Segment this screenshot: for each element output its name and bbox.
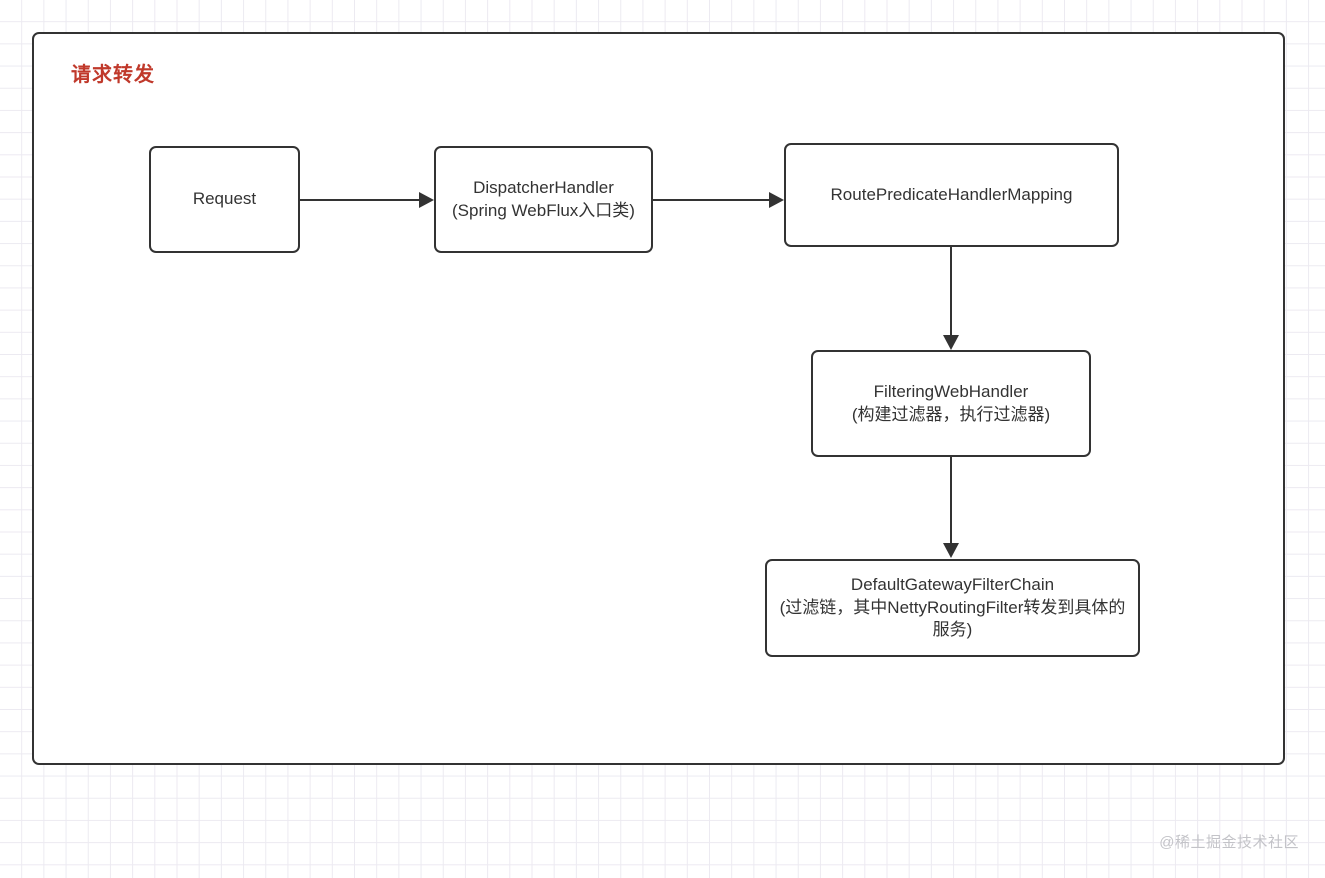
node-default-gateway-filter-chain-lines: DefaultGatewayFilterChain (过滤链，其中NettyRo…	[775, 574, 1130, 641]
node-default-gateway-filter-chain[interactable]: DefaultGatewayFilterChain (过滤链，其中NettyRo…	[765, 559, 1140, 657]
node-filtering-web-handler-lines: FilteringWebHandler (构建过滤器，执行过滤器)	[821, 381, 1081, 426]
connector-routepredicate-to-filteringweb-line	[950, 247, 952, 337]
connector-filteringweb-to-defaultchain-line	[950, 457, 952, 545]
node-dispatcher-handler[interactable]: DispatcherHandler (Spring WebFlux入口类)	[434, 146, 653, 253]
node-default-gateway-filter-chain-line-1: DefaultGatewayFilterChain	[850, 575, 1055, 595]
connector-request-to-dispatcher-arrowhead-icon	[419, 192, 434, 208]
connector-dispatcher-to-routepredicate-line	[653, 199, 770, 201]
node-filtering-web-handler-line-2: (构建过滤器，执行过滤器)	[851, 404, 1051, 424]
group-title: 请求转发	[71, 64, 155, 86]
watermark: @稀土掘金技术社区	[1159, 834, 1299, 851]
connector-dispatcher-to-routepredicate-arrowhead-icon	[769, 192, 784, 208]
node-filtering-web-handler-line-1: FilteringWebHandler	[873, 382, 1029, 402]
node-dispatcher-handler-line-1: DispatcherHandler	[473, 178, 614, 198]
node-dispatcher-handler-line-2: (Spring WebFlux入口类)	[452, 200, 635, 220]
node-route-predicate-handler-mapping[interactable]: RoutePredicateHandlerMapping	[784, 143, 1119, 247]
node-default-gateway-filter-chain-line-2: (过滤链，其中NettyRoutingFilter转发到具体的服务)	[779, 597, 1126, 640]
node-request-line-1: Request	[192, 189, 257, 209]
node-filtering-web-handler[interactable]: FilteringWebHandler (构建过滤器，执行过滤器)	[811, 350, 1091, 457]
connector-routepredicate-to-filteringweb-arrowhead-icon	[943, 335, 959, 350]
node-request-lines: Request	[159, 188, 290, 210]
node-request[interactable]: Request	[149, 146, 300, 253]
node-route-predicate-handler-mapping-line-1: RoutePredicateHandlerMapping	[830, 184, 1073, 204]
connector-filteringweb-to-defaultchain-arrowhead-icon	[943, 543, 959, 558]
node-route-predicate-handler-mapping-lines: RoutePredicateHandlerMapping	[794, 184, 1109, 206]
node-dispatcher-handler-lines: DispatcherHandler (Spring WebFlux入口类)	[444, 177, 643, 222]
connector-request-to-dispatcher-line	[300, 199, 422, 201]
